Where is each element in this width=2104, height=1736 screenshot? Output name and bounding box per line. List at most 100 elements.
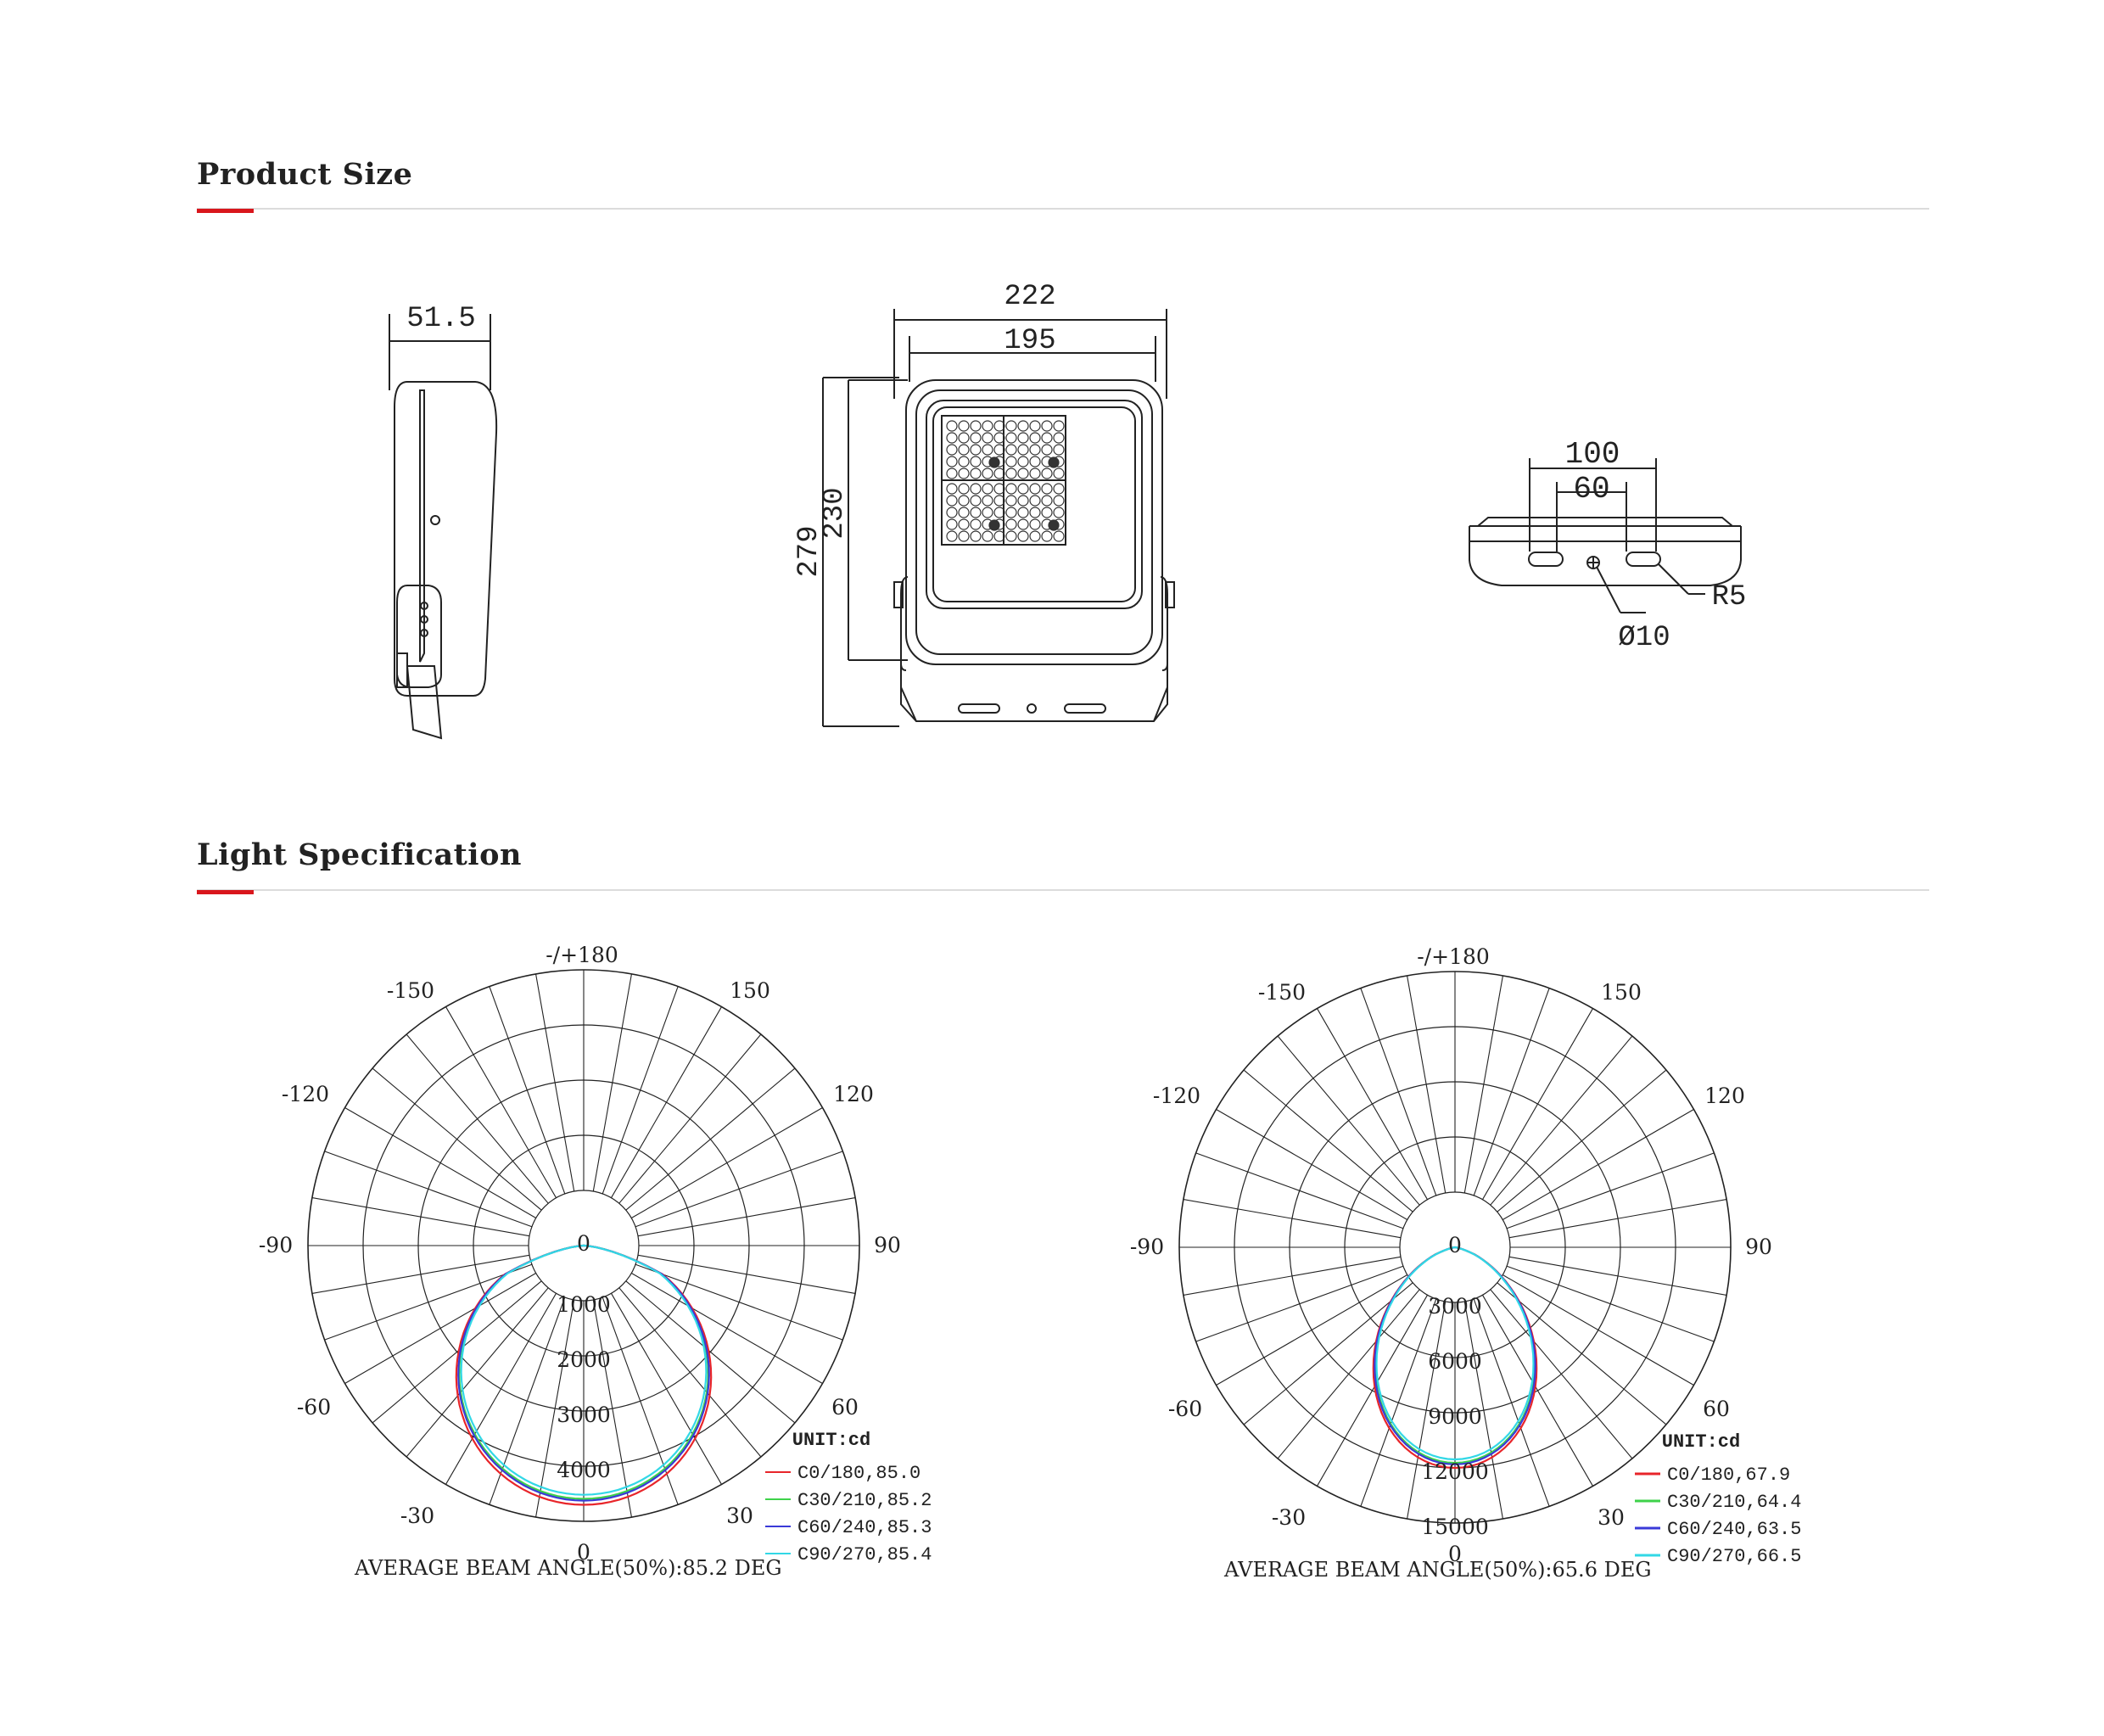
front-view-drawing: 222 195 279 230 xyxy=(793,281,1175,727)
polar-spoke xyxy=(1195,1152,1404,1229)
unit-label: UNIT:cd xyxy=(1662,1431,1740,1453)
polar-spoke xyxy=(635,1263,843,1341)
radius-label: R5 xyxy=(1712,581,1747,613)
polar-spoke xyxy=(1195,1265,1404,1342)
radial-tick-4: 12000 xyxy=(1421,1459,1489,1484)
polar-spoke xyxy=(1243,1282,1413,1425)
front-outer-width-label: 222 xyxy=(1004,281,1055,313)
angle-label-90: 90 xyxy=(1745,1235,1772,1259)
front-outer-height-label: 279 xyxy=(793,525,825,577)
polar-spoke xyxy=(592,1299,632,1518)
beam-angle-caption: AVERAGE BEAM ANGLE(50%):85.2 DEG xyxy=(354,1556,782,1580)
polar-spoke xyxy=(1473,988,1550,1196)
polar-spoke xyxy=(1317,1008,1428,1200)
legend-label-c30: C30/210,64.4 xyxy=(1667,1492,1801,1513)
polar-spoke xyxy=(611,1006,722,1198)
side-depth-label: 51.5 xyxy=(406,303,476,335)
radial-tick-5: 15000 xyxy=(1421,1515,1489,1539)
series-curve-c0 xyxy=(455,1244,713,1506)
angle-label-60: 60 xyxy=(1703,1397,1730,1421)
polar-spoke xyxy=(445,1006,557,1198)
front-inner-width-label: 195 xyxy=(1004,325,1055,357)
polar-spoke xyxy=(631,1273,823,1384)
polar-spoke xyxy=(344,1107,536,1218)
polar-spoke xyxy=(1216,1109,1407,1220)
angle-label-neg60: -60 xyxy=(1168,1397,1202,1421)
polar-spoke xyxy=(618,1033,762,1204)
unit-label: UNIT:cd xyxy=(792,1430,870,1451)
radial-tick-2: 6000 xyxy=(1428,1349,1482,1374)
polar-spoke xyxy=(1508,1199,1727,1239)
radial-tick-1: 1000 xyxy=(557,1292,611,1317)
light-spec-accent xyxy=(197,890,254,894)
polar-spoke xyxy=(625,1280,796,1424)
light-spec-title: Light Specification xyxy=(197,837,522,872)
radial-tick-2: 2000 xyxy=(557,1347,611,1372)
polar-spoke xyxy=(324,1263,533,1341)
polar-spoke xyxy=(1473,1298,1550,1507)
product-size-accent xyxy=(197,209,254,213)
center-label: 0 xyxy=(1448,1233,1462,1257)
polar-spoke xyxy=(1502,1109,1694,1220)
polar-spoke xyxy=(637,1254,856,1294)
polar-spoke xyxy=(324,1151,533,1228)
series-curve-c90 xyxy=(1375,1246,1535,1461)
polar-spoke xyxy=(1360,988,1437,1196)
polar-spoke xyxy=(602,986,679,1195)
legend-label-c60: C60/240,63.5 xyxy=(1667,1519,1801,1540)
legend-label-c60: C60/240,85.3 xyxy=(797,1517,932,1538)
polar-spoke xyxy=(1482,1008,1593,1200)
polar-spoke xyxy=(1183,1199,1402,1239)
polar-curves xyxy=(455,1244,713,1506)
front-inner-height-label: 230 xyxy=(819,487,851,539)
angle-label-neg30: -30 xyxy=(1272,1505,1306,1530)
polar-spoke xyxy=(1463,1301,1503,1520)
radial-tick-3: 3000 xyxy=(557,1403,611,1427)
polar-spoke xyxy=(372,1280,542,1424)
angle-label-150: 150 xyxy=(730,978,770,1003)
angle-label-neg120: -120 xyxy=(282,1082,329,1106)
angle-label-neg60: -60 xyxy=(297,1395,331,1420)
bottom-view-drawing: 100 60 R5 Ø10 xyxy=(1469,437,1747,654)
angle-label-neg120: -120 xyxy=(1153,1084,1200,1108)
center-label: 0 xyxy=(577,1231,590,1256)
polar-spoke xyxy=(635,1151,843,1228)
product-size-rule xyxy=(197,208,1929,210)
polar-curves xyxy=(1372,1246,1538,1470)
polar-spoke xyxy=(1508,1256,1727,1296)
polar-spoke xyxy=(1490,1035,1633,1206)
polar-spoke xyxy=(406,1287,549,1458)
polar-spoke xyxy=(1407,975,1446,1194)
polar-spoke xyxy=(406,1033,549,1204)
polar-spoke xyxy=(311,1254,530,1294)
polar-spoke xyxy=(1497,1069,1667,1212)
polar-spoke xyxy=(1243,1069,1413,1212)
angle-label-bottom: 0 xyxy=(1448,1542,1462,1566)
polar-spoke xyxy=(535,973,575,1192)
polar-spoke xyxy=(311,1197,530,1237)
polar-spoke xyxy=(1506,1152,1715,1229)
legend-label-c0: C0/180,67.9 xyxy=(1667,1464,1790,1486)
polar-spoke xyxy=(445,1293,557,1485)
polar-spoke xyxy=(372,1067,542,1211)
angle-label-120: 120 xyxy=(1704,1084,1745,1108)
series-curve-c90 xyxy=(460,1244,708,1496)
polar-spoke xyxy=(1183,1256,1402,1296)
bracket-outer-label: 100 xyxy=(1565,437,1620,472)
bracket-inner-label: 60 xyxy=(1573,472,1609,507)
angle-label-30: 30 xyxy=(726,1504,753,1528)
angle-label-neg90: -90 xyxy=(1130,1235,1164,1259)
radial-tick-1: 3000 xyxy=(1428,1294,1482,1319)
polar-spoke xyxy=(535,1299,575,1518)
legend-label-c90: C90/270,85.4 xyxy=(797,1544,932,1565)
polar-chart-1: -/+180 -150 150 -120 120 -90 90 -60 60 -… xyxy=(259,943,932,1580)
angle-label-neg90: -90 xyxy=(259,1233,293,1257)
polar-spoke xyxy=(592,973,632,1192)
angle-label-90: 90 xyxy=(874,1233,901,1257)
polar-spoke xyxy=(489,986,566,1195)
angle-label-neg30: -30 xyxy=(400,1504,434,1528)
polar-spoke xyxy=(1317,1295,1428,1487)
polar-spoke xyxy=(1463,975,1503,1194)
angle-label-30: 30 xyxy=(1598,1505,1625,1530)
polar-spoke xyxy=(1482,1295,1593,1487)
